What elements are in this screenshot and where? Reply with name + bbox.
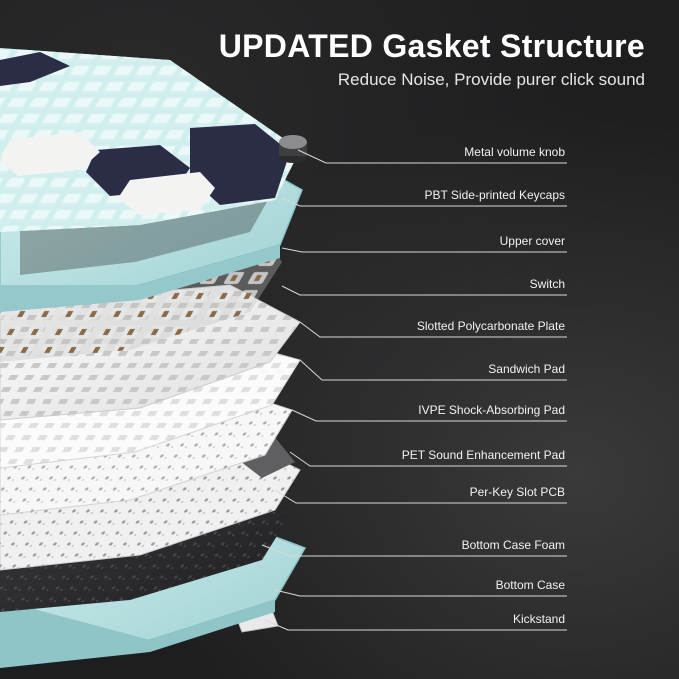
label-switch: Switch — [529, 277, 565, 291]
volume-knob-part — [279, 135, 307, 163]
page-title: UPDATED Gasket Structure — [218, 28, 645, 64]
label-keycaps: PBT Side-printed Keycaps — [424, 188, 565, 202]
label-kickstand: Kickstand — [512, 612, 565, 626]
label-pcb: Per-Key Slot PCB — [469, 485, 565, 499]
label-bottom-case-foam: Bottom Case Foam — [461, 538, 565, 552]
label-metal-volume-knob: Metal volume knob — [464, 145, 565, 159]
label-pet-pad: PET Sound Enhancement Pad — [401, 448, 565, 462]
label-ivpe-pad: IVPE Shock-Absorbing Pad — [418, 403, 565, 417]
leader-lines — [261, 149, 567, 631]
keycaps-part — [0, 48, 300, 232]
label-sandwich-pad: Sandwich Pad — [488, 362, 565, 376]
page-subtitle: Reduce Noise, Provide purer click sound — [337, 70, 645, 89]
label-upper-cover: Upper cover — [499, 234, 565, 248]
label-bottom-case: Bottom Case — [495, 578, 565, 592]
label-plate: Slotted Polycarbonate Plate — [416, 319, 565, 333]
